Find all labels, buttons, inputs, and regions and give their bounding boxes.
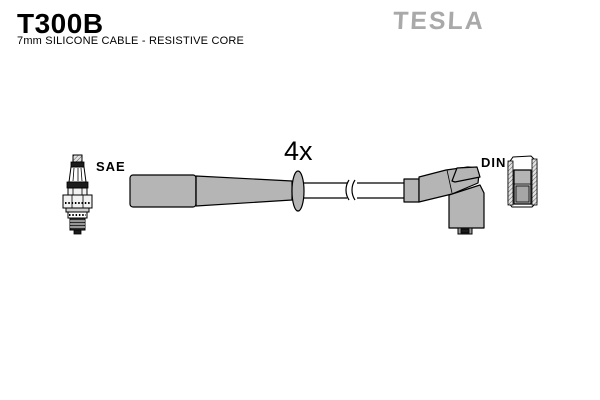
cable-break-icon — [345, 179, 350, 201]
quantity-label: 4x — [284, 136, 313, 166]
cable — [304, 179, 404, 201]
din-label: DIN — [481, 155, 506, 170]
cable-ferrule — [403, 178, 420, 203]
plug-boot — [129, 170, 305, 212]
part-number: T300B — [17, 8, 104, 39]
elbow-boot — [403, 166, 485, 235]
sae-label: SAE — [96, 159, 126, 174]
spark-plug-icon — [62, 154, 93, 235]
boot-flange — [291, 170, 305, 212]
din-connector-icon — [507, 155, 538, 208]
product-subtitle: 7mm SILICONE CABLE - RESISTIVE CORE — [17, 35, 245, 47]
